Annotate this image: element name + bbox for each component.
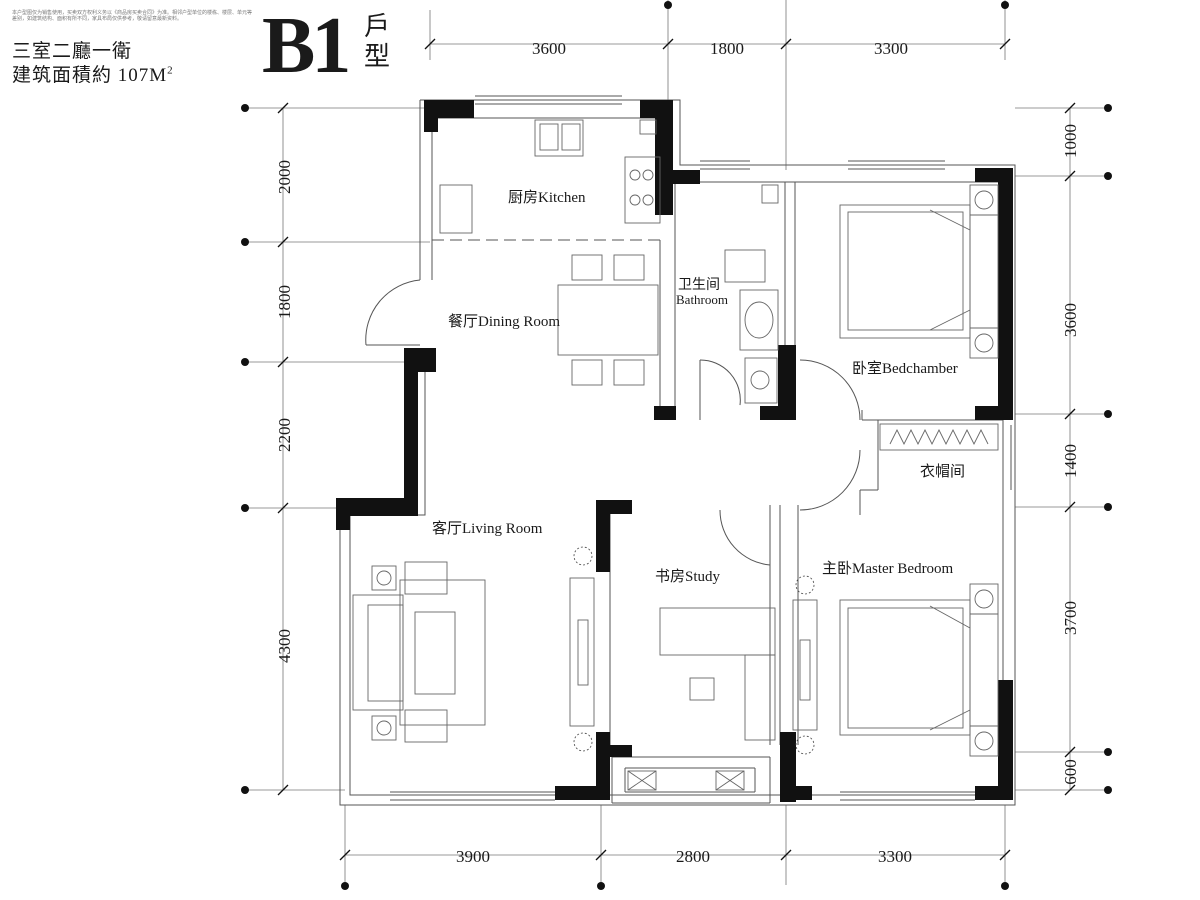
dim-label-bottom-1: 3900 [456, 847, 490, 866]
dim-label-top-3: 3300 [874, 39, 908, 58]
outline-walls [339, 95, 1016, 806]
floor-area-value: 建筑面積約 107M [12, 65, 168, 86]
tv-cabinet [569, 577, 595, 727]
door-swings [365, 279, 861, 566]
dim-label-right-1: 1000 [1061, 124, 1080, 158]
bathroom-basin [739, 289, 779, 351]
wardrobe-rack [879, 423, 999, 451]
room-label-study: 书房Study [655, 568, 721, 585]
study-desk [659, 607, 776, 656]
kitchen-sink [534, 119, 584, 157]
disclaimer-text: 本户型图仅为销售使用，买卖双方权利义务以《商品房买卖合同》为准。相邻户型单位的楼… [12, 10, 253, 22]
dim-label-bottom-3: 3300 [878, 847, 912, 866]
dim-label-right-2: 3600 [1061, 303, 1080, 337]
dim-label-right-3: 1400 [1061, 444, 1080, 478]
furniture [352, 119, 999, 791]
dim-label-left-3: 2200 [275, 418, 294, 452]
dimension-lines [245, 0, 1110, 885]
dim-label-left-2: 1800 [275, 285, 294, 319]
floor-area-unit-sup: 2 [167, 64, 174, 77]
dim-label-right-4: 3700 [1061, 601, 1080, 635]
unit-type-suffix: 戶型 [364, 12, 391, 71]
bed-master [839, 599, 971, 736]
room-label-cloakroom: 衣帽间 [920, 463, 965, 480]
toilet [744, 357, 778, 404]
dim-label-right-5: 600 [1061, 759, 1080, 785]
room-label-dining: 餐厅Dining Room [448, 313, 560, 330]
room-label-kitchen: 厨房Kitchen [508, 189, 586, 206]
master-tv-cabinet [792, 599, 818, 731]
dim-label-left-4: 4300 [275, 629, 294, 663]
bed-bedchamber [839, 204, 971, 339]
sofa [352, 594, 404, 711]
dim-label-top-1: 3600 [532, 39, 566, 58]
kitchen-cabinet [439, 184, 473, 234]
dining-table [557, 284, 659, 356]
unit-code: B1 [262, 2, 351, 90]
layout-summary: 三室二廳一衛 [12, 41, 133, 62]
room-label-bathroom-en: Bathroom [676, 292, 728, 307]
stove [624, 156, 661, 224]
room-label-bathroom-cn: 卫生间 [678, 277, 720, 293]
floor-area: 建筑面積約 107M2 [12, 60, 174, 87]
room-label-living: 客厅Living Room [432, 520, 543, 537]
structural-walls [336, 100, 1013, 802]
plants [573, 546, 815, 755]
room-label-bedchamber: 卧室Bedchamber [852, 360, 958, 377]
dim-label-top-2: 1800 [710, 39, 744, 58]
room-label-master: 主卧Master Bedroom [822, 560, 954, 577]
dim-label-bottom-2: 2800 [676, 847, 710, 866]
dim-label-left-1: 2000 [275, 160, 294, 194]
coffee-table [414, 611, 456, 695]
dimension-ticks [277, 38, 1076, 861]
dimension-dots [241, 1, 1112, 890]
